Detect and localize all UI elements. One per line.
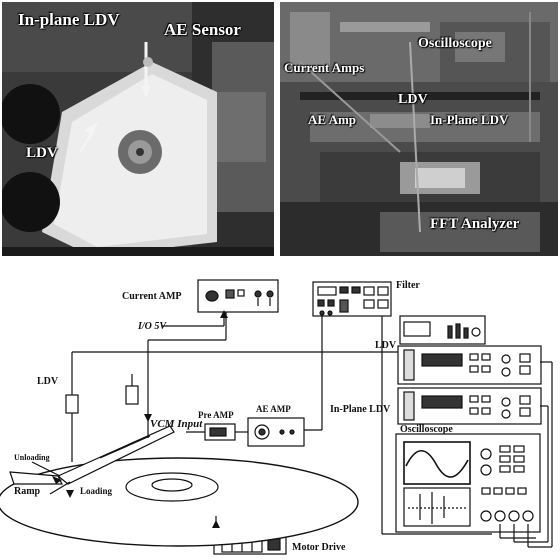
current-amp-device — [198, 280, 278, 312]
label-motor-drive: Motor Drive — [292, 542, 346, 553]
measurement-schematic: Current AMP Filter I/O 5V LDV LDV VCM In… — [0, 262, 560, 555]
label-ae-sensor: AE Sensor — [164, 20, 241, 40]
label-ae-amp: AE Amp — [308, 112, 356, 128]
schematic-svg: Current AMP Filter I/O 5V LDV LDV VCM In… — [0, 262, 560, 555]
label-oscilloscope: Oscilloscope — [400, 424, 453, 435]
label-loading: Loading — [80, 486, 113, 496]
label-io-5v: I/O 5V — [137, 321, 167, 332]
label-ldv: LDV — [26, 145, 58, 162]
label-filter: Filter — [396, 280, 420, 291]
disk — [0, 458, 358, 546]
label-ldv-left: LDV — [37, 376, 59, 387]
oscilloscope-device — [396, 434, 540, 532]
in-plane-ldv-probe — [126, 386, 138, 404]
label-fft-analyzer: FFT Analyzer — [430, 216, 519, 233]
label-current-amps: Current Amps — [284, 60, 364, 76]
photo-disk-drive-closeup: In-plane LDV AE Sensor LDV — [2, 2, 274, 256]
label-ramp: Ramp — [14, 486, 41, 497]
in-plane-ldv-controller — [398, 388, 541, 424]
label-ldv: LDV — [398, 92, 428, 108]
photo-lab-setup: Oscilloscope Current Amps LDV AE Amp In-… — [280, 2, 558, 256]
label-unloading: Unloading — [14, 453, 50, 462]
label-vcm-input: VCM Input — [150, 418, 203, 430]
ldv-controller — [398, 346, 541, 384]
label-ae-amp: AE AMP — [256, 404, 291, 414]
auxiliary-unit — [400, 316, 485, 344]
filter-device — [313, 282, 391, 316]
label-inplane-ldv: In-Plane LDV — [430, 112, 508, 128]
pre-amp-device — [205, 424, 248, 440]
photo-left-image — [2, 2, 274, 256]
ldv-probe — [66, 395, 78, 413]
ae-amp-device — [248, 418, 304, 446]
label-ldv-right: LDV — [375, 340, 397, 351]
label-oscilloscope: Oscilloscope — [418, 36, 492, 52]
label-in-plane-ldv: In-Plane LDV — [330, 404, 391, 415]
label-current-amp: Current AMP — [122, 291, 182, 302]
label-pre-amp: Pre AMP — [198, 410, 234, 420]
label-inplane-ldv: In-plane LDV — [18, 10, 120, 30]
